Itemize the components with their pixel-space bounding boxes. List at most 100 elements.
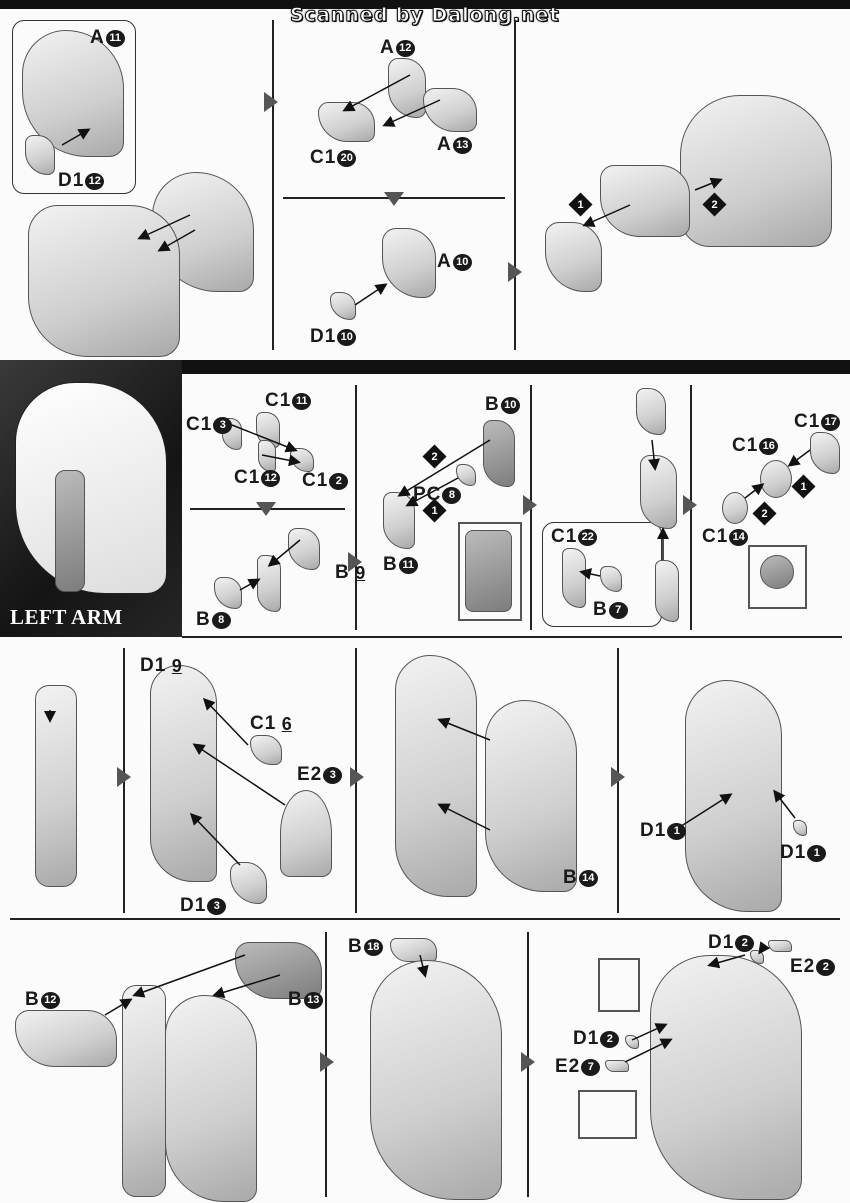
down-step-arrow-icon bbox=[384, 192, 404, 206]
D1-2-part bbox=[625, 1035, 639, 1049]
D1-3-part bbox=[230, 862, 267, 904]
B18-part bbox=[390, 938, 437, 962]
next-step-arrow-icon bbox=[350, 767, 364, 787]
C1-14-detail bbox=[760, 555, 794, 589]
C1-20-part bbox=[318, 102, 375, 142]
D1-10-part bbox=[330, 292, 356, 320]
C1-16-part bbox=[760, 460, 792, 498]
next-step-arrow-icon bbox=[683, 495, 697, 515]
shoulder-assembly bbox=[28, 205, 180, 357]
C1-14-part bbox=[722, 492, 748, 524]
B10-part bbox=[483, 420, 515, 487]
E2-3-part bbox=[280, 790, 332, 877]
divider bbox=[10, 918, 840, 920]
arm-frame bbox=[122, 985, 166, 1197]
C1-6-part bbox=[250, 735, 282, 765]
B14-part bbox=[485, 700, 577, 892]
next-step-arrow-icon bbox=[508, 262, 522, 282]
B11-part bbox=[383, 492, 415, 549]
section-title: LEFT ARM bbox=[10, 605, 123, 629]
divider bbox=[355, 385, 357, 630]
next-step-arrow-icon bbox=[264, 92, 278, 112]
arm-assembled bbox=[370, 960, 502, 1200]
next-step-arrow-icon bbox=[523, 495, 537, 515]
hand-frame-part bbox=[655, 560, 679, 622]
C1-17-part bbox=[810, 432, 840, 474]
top-bar bbox=[0, 0, 850, 9]
shoulder-joint-part bbox=[600, 165, 690, 237]
arm-assembled bbox=[650, 955, 802, 1200]
divider bbox=[272, 20, 274, 350]
B12-part bbox=[15, 1010, 117, 1067]
PC8-part bbox=[456, 464, 476, 486]
E2-7-part bbox=[605, 1060, 629, 1072]
A10-part bbox=[382, 228, 436, 298]
detail-inset bbox=[598, 958, 640, 1012]
E2-2-part bbox=[768, 940, 792, 952]
scanner-watermark: Scanned by Dalong.net bbox=[290, 4, 560, 27]
elbow-part bbox=[257, 555, 281, 612]
left-arm-photo bbox=[0, 360, 182, 637]
step-marker: 2 bbox=[752, 501, 777, 526]
next-step-arrow-icon bbox=[320, 1052, 334, 1072]
upper-arm-part bbox=[636, 388, 666, 435]
B8-part bbox=[214, 577, 242, 609]
B11-detail bbox=[465, 530, 512, 612]
step-marker: 2 bbox=[422, 444, 447, 469]
arm-frame bbox=[35, 685, 77, 887]
divider bbox=[514, 20, 516, 350]
A10-part bbox=[545, 222, 602, 292]
D1-1-part bbox=[793, 820, 807, 836]
B9-part bbox=[288, 528, 320, 570]
step-marker: 1 bbox=[568, 192, 593, 217]
next-step-arrow-icon bbox=[611, 767, 625, 787]
forearm-armor bbox=[165, 995, 257, 1202]
detail-inset bbox=[578, 1090, 637, 1139]
arm-armor-photo bbox=[15, 382, 167, 594]
C1-2-part bbox=[290, 448, 314, 472]
section-band bbox=[180, 360, 850, 374]
divider bbox=[182, 636, 842, 638]
next-step-arrow-icon bbox=[348, 552, 362, 572]
A12-part bbox=[388, 58, 426, 118]
forearm-armor bbox=[395, 655, 477, 897]
C1-22-part bbox=[562, 548, 586, 608]
shoulder-assembly bbox=[680, 95, 832, 247]
forearm-part bbox=[640, 455, 677, 529]
next-step-arrow-icon bbox=[117, 767, 131, 787]
next-step-arrow-icon bbox=[521, 1052, 535, 1072]
